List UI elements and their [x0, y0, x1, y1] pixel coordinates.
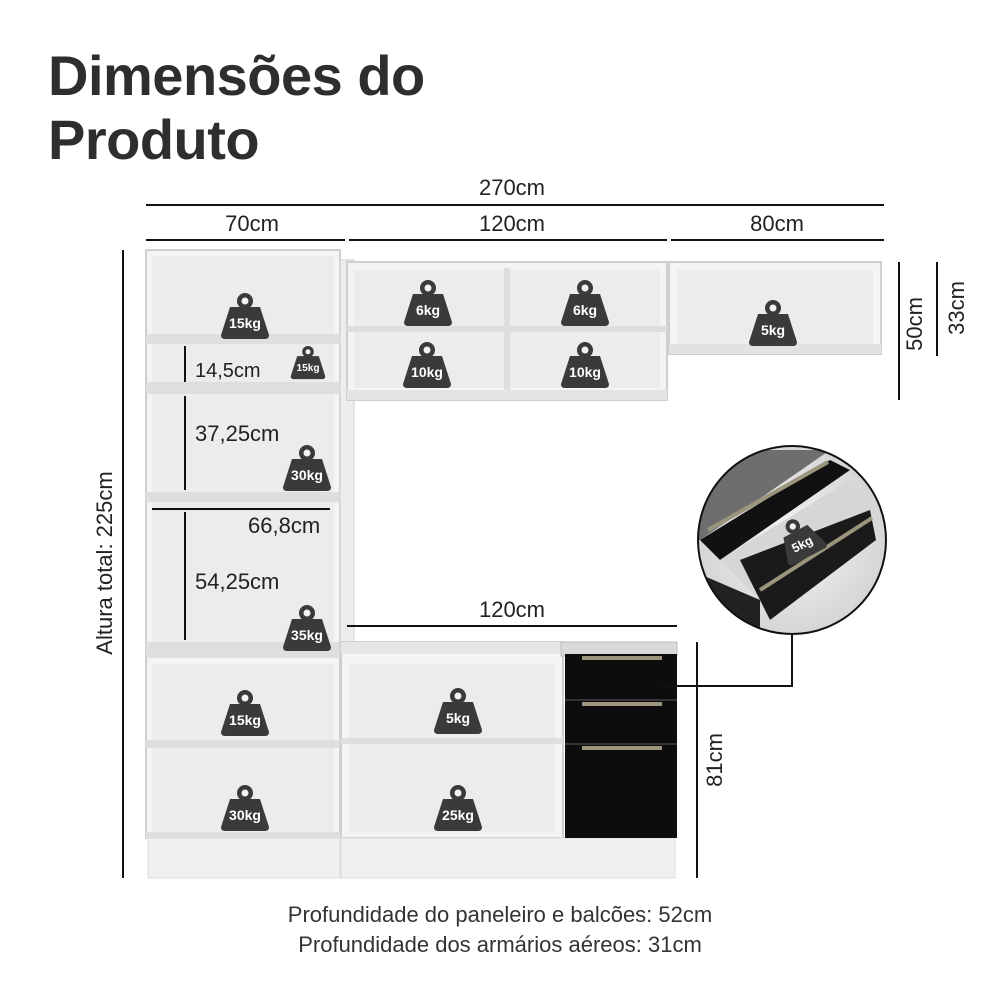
niche-54-label: 54,25cm	[195, 569, 279, 594]
weight-icon-panel-low: 35kg	[283, 605, 331, 651]
weight-icon-panel-mid: 30kg	[283, 445, 331, 491]
weight-label: 10kg	[569, 364, 601, 380]
weight-icon-panel-base-top: 15kg	[221, 690, 269, 736]
weight-label: 10kg	[411, 364, 443, 380]
weight-label: 25kg	[442, 807, 474, 823]
drawer-unit	[560, 641, 678, 838]
weight-label: 30kg	[291, 467, 323, 483]
weight-label: 15kg	[229, 315, 261, 331]
panel-width-label: 70cm	[225, 211, 279, 236]
weight-icon-panel-small: 15kg	[290, 346, 326, 380]
tall-pantry-cabinet	[145, 249, 355, 879]
upper-height-label: 50cm	[902, 297, 927, 351]
panel-inner-width-label: 66,8cm	[248, 513, 320, 538]
weight-label: 15kg	[229, 712, 261, 728]
weight-label: 5kg	[761, 322, 785, 338]
drawer-front-2	[565, 700, 677, 744]
weight-icon-panel-base-bottom: 30kg	[221, 785, 269, 831]
weight-label: 5kg	[446, 710, 470, 726]
title-line-1: Dimensões do	[48, 44, 425, 107]
drawer-front-3	[565, 744, 677, 838]
weight-icon-drawer: 5kg	[783, 519, 827, 566]
drawer-front-1	[565, 654, 677, 700]
weight-label: 35kg	[291, 627, 323, 643]
page-title: Dimensões do Produto	[48, 44, 425, 172]
drawer-handle-3	[582, 746, 662, 750]
base-height-label: 81cm	[702, 733, 727, 787]
depth-panel-note: Profundidade do paneleiro e balcões: 52c…	[287, 902, 713, 927]
weight-icon-base-bottom: 25kg	[434, 785, 482, 831]
upper-right-height-label: 33cm	[944, 281, 969, 335]
weight-label: 30kg	[229, 807, 261, 823]
upper-middle-cabinet	[346, 261, 668, 401]
depth-upper-note: Profundidade dos armários aéreos: 31cm	[298, 932, 702, 957]
weight-icon-upper-tr: 6kg	[561, 280, 609, 326]
zoom-connector-line	[662, 634, 793, 687]
weight-icon-upper-tl: 6kg	[404, 280, 452, 326]
weight-icon-panel-top: 15kg	[221, 293, 269, 339]
upper-middle-width-label: 120cm	[479, 211, 545, 236]
weight-icons: 15kg 15kg 30kg 35kg 15kg 30kg 6kg 6kg 10kg 10kg 5k…	[221, 280, 827, 831]
base-cabinet	[340, 641, 676, 879]
total-height-label: Altura total: 225cm	[92, 471, 117, 654]
title-line-2: Produto	[48, 108, 260, 171]
drawer-handle-2	[582, 702, 662, 706]
niche-14-label: 14,5cm	[195, 360, 261, 382]
upper-right-width-label: 80cm	[750, 211, 804, 236]
width-dimension-lines	[146, 204, 884, 241]
weight-label: 15kg	[297, 363, 320, 374]
weight-icon-base-shelf: 5kg	[434, 688, 482, 734]
weight-icon-upper-br: 10kg	[561, 342, 609, 388]
total-width-label: 270cm	[479, 175, 545, 200]
weight-icon-upper-right: 5kg	[749, 300, 797, 346]
base-width-label: 120cm	[479, 597, 545, 622]
weight-label: 6kg	[573, 302, 597, 318]
drawer-handle-1	[582, 656, 662, 660]
weight-label: 6kg	[416, 302, 440, 318]
niche-37-label: 37,25cm	[195, 421, 279, 446]
weight-icon-upper-bl: 10kg	[403, 342, 451, 388]
